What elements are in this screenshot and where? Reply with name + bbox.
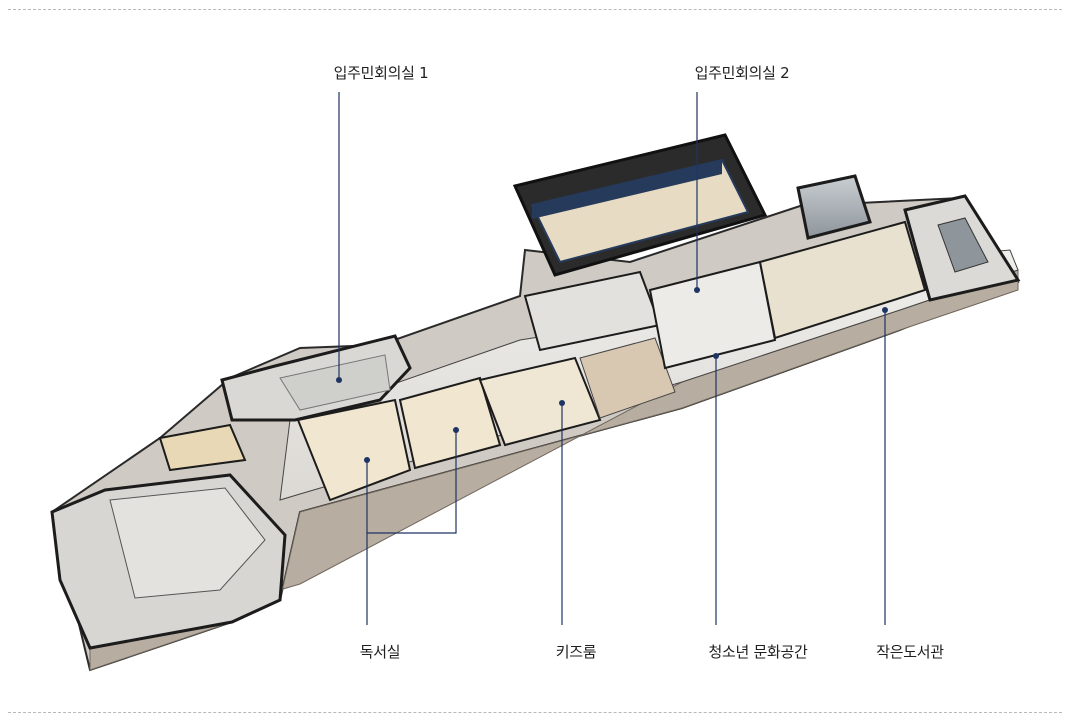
elevator-core	[796, 174, 872, 240]
left-small-room	[158, 423, 247, 472]
lounge1-floor	[279, 354, 391, 411]
label-lounge1: 입주민회의실 1	[333, 64, 429, 82]
library-room	[758, 220, 927, 340]
reading-room-a	[296, 398, 412, 502]
youth-space	[648, 260, 777, 370]
kids-play-area	[579, 337, 676, 419]
label-lounge2: 입주민회의실 2	[694, 64, 790, 82]
top-divider	[8, 9, 1062, 10]
label-reading-room: 독서실	[359, 643, 401, 661]
label-kids-room: 키즈룸	[555, 643, 597, 661]
label-library: 작은도서관	[876, 643, 944, 661]
stair	[937, 217, 989, 273]
leader-lines	[338, 92, 886, 625]
lounge2-back-wall	[532, 160, 722, 219]
left-wing-room	[109, 487, 266, 599]
reading-room-b	[398, 376, 502, 470]
label-youth-space: 청소년 문화공간	[708, 643, 808, 661]
kids-room	[478, 356, 602, 447]
leader-dots	[336, 287, 888, 463]
bottom-divider	[8, 712, 1062, 713]
